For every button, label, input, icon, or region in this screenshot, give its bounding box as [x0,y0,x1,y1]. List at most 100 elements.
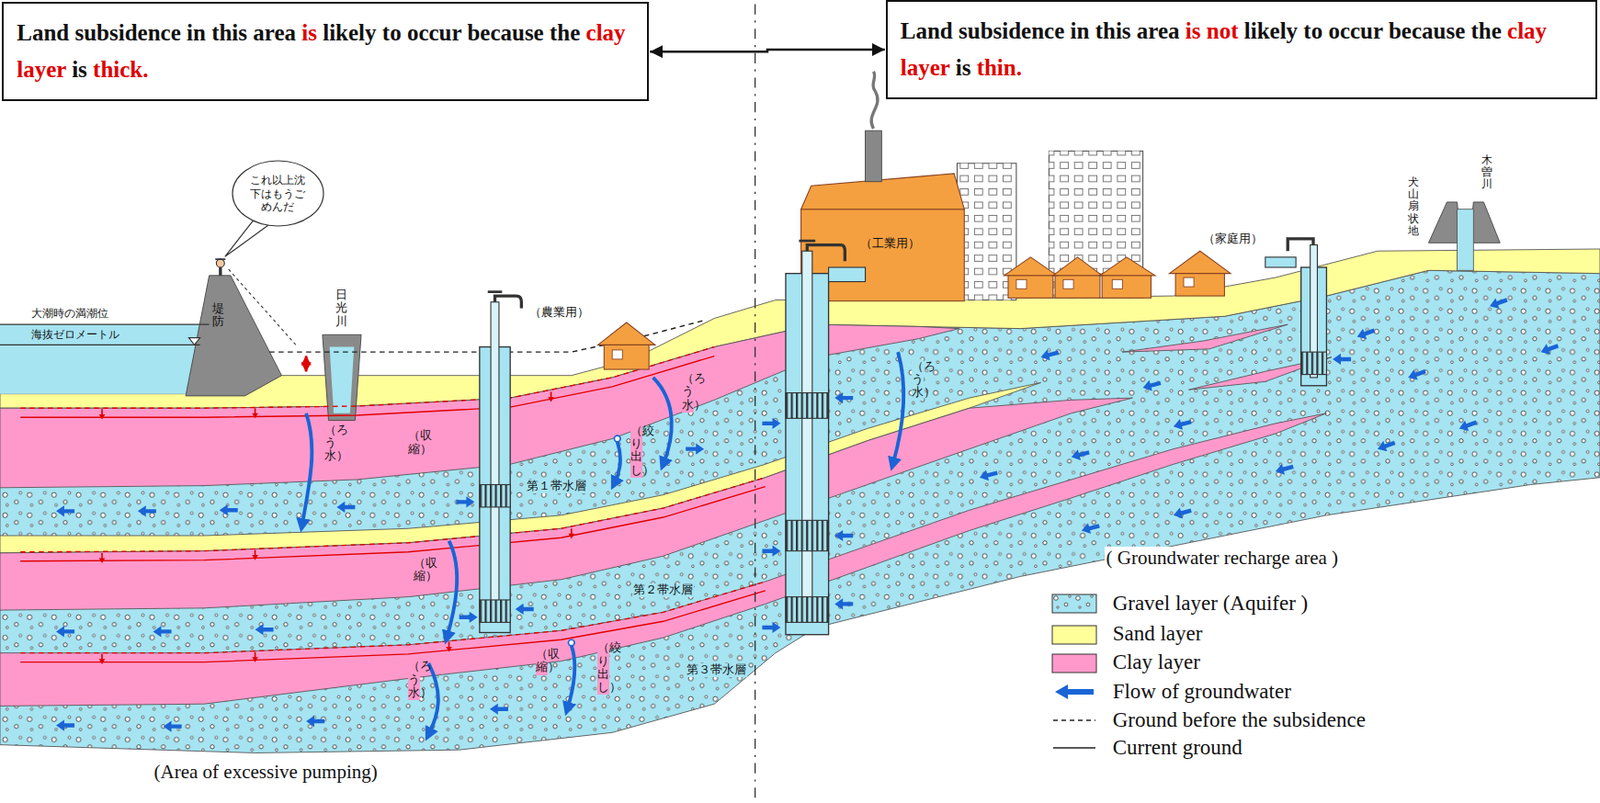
text-run: clay [579,20,625,46]
house-windows [1183,277,1194,287]
groundwater-flow-arrows [219,504,239,516]
agricultural-well [490,302,500,609]
text-run: is [66,56,88,82]
clay-lens [1122,324,1288,352]
text-run: is [295,20,318,46]
water-level-label: 大潮時の満潮位 [30,307,110,321]
industrial-well [785,240,866,636]
text-run: subsidence [68,20,182,46]
subsidence-marks [251,550,259,561]
levee-observer [215,258,226,261]
text-run: area [247,20,296,46]
text-run: area [1131,18,1181,44]
levee-observer [215,259,225,268]
clay-top-current [20,590,766,663]
houses [1100,257,1156,276]
subsidence-marks [567,528,575,539]
buildings [801,71,1144,302]
subsidence-marks [251,408,259,419]
bubble-ellipse [232,160,324,227]
subsidence-marks [99,654,106,665]
groundwater-flow-arrows [977,467,999,484]
legend-swatch [1051,710,1098,731]
text-run: occur [401,20,463,46]
process-label: （絞り出し） [597,640,610,695]
house-windows [1063,279,1074,289]
legend-text: Clay layer [1112,650,1201,675]
sea-level-lines [188,338,200,346]
river-label: 日光川 [335,287,348,330]
text-run: Land [900,18,954,44]
sea-level-lines [0,344,201,346]
legend-swatch [1051,624,1098,646]
leakage-arrows [428,663,439,736]
water-level-label: 海抜ゼロメートル [30,329,121,342]
legend-swatch [1051,737,1098,759]
legend-row: Current ground [1051,735,1243,761]
sea-level-lines [0,324,210,326]
subsidence-amount-arrow [305,356,308,373]
line-sample [1053,747,1096,749]
houses [1008,273,1054,299]
house-windows [612,277,1194,360]
leakage-arrows [613,442,620,485]
text-run: is [949,55,971,80]
legend-swatch [1051,593,1098,614]
house-windows [1016,279,1027,289]
groundwater-flow-arrows [56,719,75,731]
groundwater-flow-arrows [255,624,274,636]
clay-top-before [20,477,766,553]
legend-text: Ground before the subsidence [1112,708,1366,733]
kiso-river-bank [1469,202,1500,243]
groundwater-flow-arrows [1539,340,1561,358]
process-label: （絞り出し） [630,423,643,478]
callout-text: Land subsidence in this area is not like… [900,12,1583,87]
industrial-well [785,520,829,551]
factory-roof [801,173,965,210]
domestic-well [1301,351,1328,375]
double-arrow [649,49,886,52]
houses [1175,271,1225,296]
house-windows [612,350,623,360]
levee-observer [215,259,296,345]
groundwater-flow-arrows [515,603,534,615]
text-run: layer [900,55,951,80]
text-run: because [461,20,545,46]
house-windows [1112,279,1123,289]
industrial-well [798,239,816,243]
groundwater-flow-arrows [137,505,157,517]
callout-text: Land subsidence in this area is likely t… [16,14,635,89]
legend-text: Gravel layer (Aquifer ) [1112,591,1309,616]
agricultural-well [479,484,511,507]
agricultural-well [487,290,503,294]
strata [0,249,1600,754]
text-run: in [181,20,206,46]
subsidence-marks [251,652,259,663]
groundwater-flow-arrows [336,501,355,513]
legend-row: Ground before the subsidence [1051,707,1366,734]
text-run: likely [317,20,377,46]
domestic-well [1287,238,1314,251]
nikko-river-bank [322,334,362,420]
gravel-body [0,270,1600,753]
text-run: the [544,20,581,46]
levee-observer [218,267,222,276]
use-label: （家庭用） [1202,232,1264,247]
levee-observer [228,269,296,345]
groundwater-flow-arrows [1375,437,1397,454]
groundwater-flow-arrows [761,622,781,634]
groundwater-flow-arrows [1406,365,1428,383]
houses [1004,257,1058,276]
domestic-well [1265,238,1328,386]
process-label: （ろう水） [911,359,924,401]
structure-label: 堤防 [212,301,225,330]
legend-text: Sand layer [1112,622,1203,647]
river-label: 木曽川 [1481,153,1493,193]
groundwater-flow-arrows [761,545,781,557]
industrial-well [806,245,845,262]
sea-and-rivers [0,202,1500,421]
squeeze-marks [567,435,621,647]
groundwater-flow-arrows [1141,377,1162,394]
leakage-arrows [302,413,313,526]
